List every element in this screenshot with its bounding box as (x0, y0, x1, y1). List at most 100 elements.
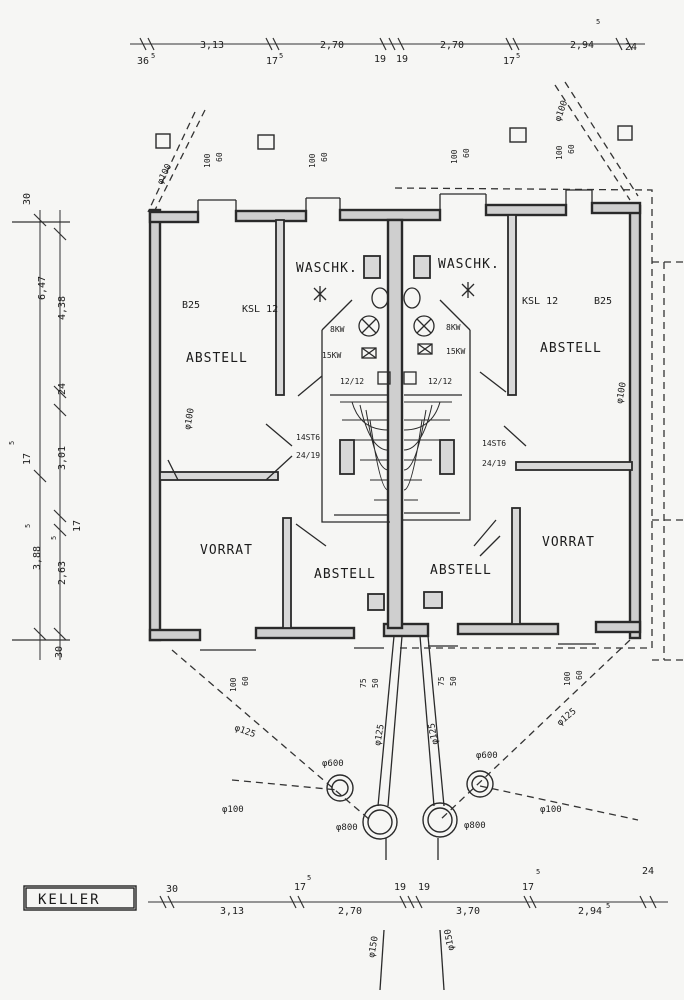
dim-top-10: 24 (625, 42, 637, 53)
outer-dashed-outline (394, 187, 684, 661)
plan-title: KELLER (23, 885, 137, 911)
win-top-1: 100 (203, 153, 212, 168)
room-right-waschk: WASCHK. (438, 257, 500, 272)
window-dims-bottom: 100 60 75 50 75 50 100 60 (229, 670, 584, 692)
pipe-top-left: φ100 (156, 162, 174, 186)
dim-left-overall: 6,47 (37, 276, 48, 300)
dim-bot-7: 3,70 (456, 906, 480, 917)
dim-left-upper: 4,38 (57, 296, 68, 320)
label-b25-right: B25 (594, 296, 612, 307)
top-dimension-chain: 36 5 3,13 17 5 2,70 19 19 2,70 17 5 2,94… (130, 18, 645, 67)
leader-lines (167, 371, 527, 557)
shaft-600-left: φ600 (322, 759, 344, 769)
dim-top-3-sup: 5 (279, 52, 283, 60)
bottom-dimension-chain: 30 3,13 17 5 2,70 19 19 3,70 17 5 2,94 5… (148, 866, 668, 917)
dim-top-2: 3,13 (200, 40, 224, 51)
equipment (313, 282, 475, 385)
title-keller: KELLER (38, 892, 101, 908)
win-bot-4: 100 (563, 671, 572, 686)
dim-bot-6: 19 (418, 882, 430, 893)
dim-top-5: 19 (374, 54, 386, 65)
pipe-150-left: φ150 (367, 935, 381, 958)
annotations: B25 KSL 12 B25 KSL 12 8KW 15KW 8KW 15KW … (182, 296, 629, 468)
dim-top-9: 2,94 (570, 40, 594, 51)
dim-bot-9-sup: 5 (606, 902, 610, 910)
win-bot-1b: 60 (241, 676, 250, 686)
dim-bot-8-sup: 5 (536, 868, 540, 876)
dim-top-9-sup: 5 (596, 18, 600, 26)
dim-top-1: 36 (137, 56, 149, 67)
dim-left-mid: 17 (22, 453, 33, 465)
label-ksl-left: KSL 12 (242, 304, 278, 315)
label-15kw-left: 15KW (322, 351, 341, 360)
dim-left-upper-b: 24 (57, 383, 68, 395)
pipe-125-mid-right: φ125 (427, 722, 441, 745)
dim-bot-9: 2,94 (578, 906, 602, 917)
dim-top-3: 17 (266, 56, 278, 67)
shaft-600-right: φ600 (476, 751, 498, 761)
label-stair-right-rise: 24/19 (482, 459, 506, 468)
window-openings (197, 189, 596, 651)
dim-top-8: 17 (503, 56, 515, 67)
win-bot-3b: 50 (449, 676, 458, 686)
window-dims-top: 100 60 100 60 100 60 100 60 (203, 144, 576, 168)
dim-left-mid-sup: 5 (8, 441, 16, 445)
pipe-125-left: φ125 (233, 723, 257, 740)
dim-left-middle: 3,01 (57, 446, 68, 470)
dim-bot-8: 17 (522, 882, 534, 893)
pipe-150-right: φ150 (443, 928, 457, 951)
label-stair-right-steps: 14ST6 (482, 439, 506, 448)
shaft-800-right: φ800 (464, 821, 486, 831)
win-bot-4b: 60 (575, 670, 584, 680)
dim-left-lower-b: 2,63 (57, 561, 68, 585)
win-bot-1: 100 (229, 677, 238, 692)
win-top-3b: 60 (462, 148, 471, 158)
win-bot-3: 75 (437, 676, 446, 686)
drainage-system: φ125 φ125 φ125 φ125 φ600 φ600 φ800 φ800 … (171, 635, 639, 991)
dim-top-7: 2,70 (440, 40, 464, 51)
dim-left-lower-sup: 5 (24, 524, 32, 528)
win-top-3: 100 (450, 149, 459, 164)
label-8kw-right: 8KW (446, 323, 461, 332)
room-right-abstell-2: ABSTELL (430, 563, 492, 578)
label-stair-left-steps: 14ST6 (296, 433, 320, 442)
win-top-2b: 60 (320, 152, 329, 162)
room-left-vorrat: VORRAT (200, 543, 253, 558)
dim-bot-3: 17 (294, 882, 306, 893)
vent-shafts (155, 125, 633, 150)
dim-left-lower-c: 17 (72, 520, 83, 532)
pipe-125-right: φ125 (556, 707, 579, 729)
label-b25-left: B25 (182, 300, 200, 311)
pipe-100-left: φ100 (222, 805, 244, 815)
top-pipes: φ100 φ100 (147, 81, 639, 213)
label-ksl-right: KSL 12 (522, 296, 558, 307)
win-bot-2: 75 (359, 678, 368, 688)
pipe-125-mid-left: φ125 (373, 723, 387, 746)
win-bot-2b: 50 (371, 678, 380, 688)
room-right-vorrat: VORRAT (542, 535, 595, 550)
dim-bot-2: 3,13 (220, 906, 244, 917)
dim-bot-3-sup: 5 (307, 874, 311, 882)
room-left-waschk: WASCHK. (296, 261, 358, 276)
dim-left-bottom: 30 (54, 646, 65, 658)
win-top-2: 100 (308, 153, 317, 168)
pipe-top-right: φ100 (553, 99, 570, 123)
dim-left-lower-b-sup: 5 (50, 536, 58, 540)
dim-bot-10: 24 (642, 866, 654, 877)
stairwell (321, 299, 471, 523)
win-top-1b: 60 (215, 152, 224, 162)
dim-bot-4: 2,70 (338, 906, 362, 917)
room-left-abstell: ABSTELL (186, 351, 248, 366)
dim-top-4: 2,70 (320, 40, 344, 51)
shaft-800-left: φ800 (336, 823, 358, 833)
room-left-abstell-2: ABSTELL (314, 567, 376, 582)
pipe-100-right: φ100 (540, 805, 562, 815)
dim-top-8-sup: 5 (516, 52, 520, 60)
room-labels: ABSTELL WASCHK. VORRAT ABSTELL ABSTELL W… (186, 257, 601, 582)
dim-bot-1: 30 (166, 884, 178, 895)
label-phi100-left: φ100 (183, 407, 197, 430)
left-dimension-chain: 30 6,47 4,38 24 17 5 3,01 3,88 5 2,63 5 … (8, 193, 83, 660)
label-8kw-left: 8KW (330, 325, 345, 334)
building-walls (148, 201, 642, 642)
